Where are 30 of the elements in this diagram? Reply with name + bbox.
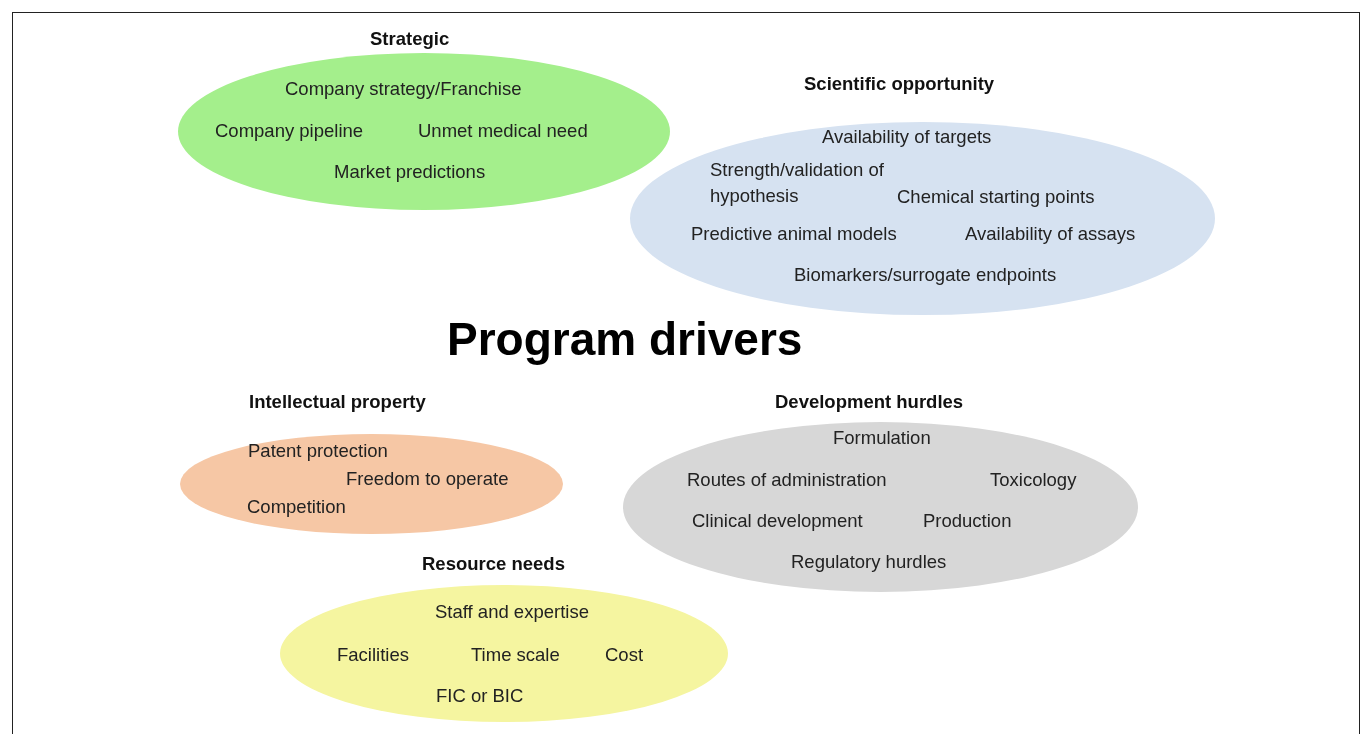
- driver-item: Clinical development: [692, 509, 863, 533]
- driver-item: Strength/validation of hypothesis: [710, 158, 885, 208]
- driver-item: Unmet medical need: [418, 119, 588, 143]
- driver-item: Availability of targets: [822, 125, 992, 149]
- driver-item: Staff and expertise: [435, 600, 589, 624]
- driver-item: Availability of assays: [965, 222, 1136, 246]
- driver-item: Production: [923, 509, 1012, 533]
- driver-item: Chemical starting points: [897, 185, 1095, 209]
- driver-item: Company pipeline: [215, 119, 364, 143]
- group-heading: Intellectual property: [249, 390, 426, 414]
- driver-item: Formulation: [833, 426, 931, 450]
- driver-item: Predictive animal models: [691, 222, 897, 246]
- driver-item: Regulatory hurdles: [791, 550, 947, 574]
- group-heading: Scientific opportunity: [804, 72, 995, 96]
- driver-item: Patent protection: [248, 439, 388, 463]
- driver-item: Routes of administration: [687, 468, 887, 492]
- driver-item: Competition: [247, 495, 346, 519]
- group-heading: Resource needs: [422, 552, 565, 576]
- driver-item: Time scale: [471, 643, 560, 667]
- group-heading: Development hurdles: [775, 390, 964, 414]
- driver-item: Company strategy/Franchise: [285, 77, 522, 101]
- diagram-title: Program drivers: [447, 312, 803, 366]
- driver-item: Facilities: [337, 643, 409, 667]
- driver-item: Biomarkers/surrogate endpoints: [794, 263, 1057, 287]
- driver-item: Toxicology: [990, 468, 1077, 492]
- driver-item: Market predictions: [334, 160, 486, 184]
- driver-item: Freedom to operate: [346, 467, 509, 491]
- driver-item: Cost: [605, 643, 644, 667]
- driver-item: FIC or BIC: [436, 684, 524, 708]
- group-heading: Strategic: [370, 27, 450, 51]
